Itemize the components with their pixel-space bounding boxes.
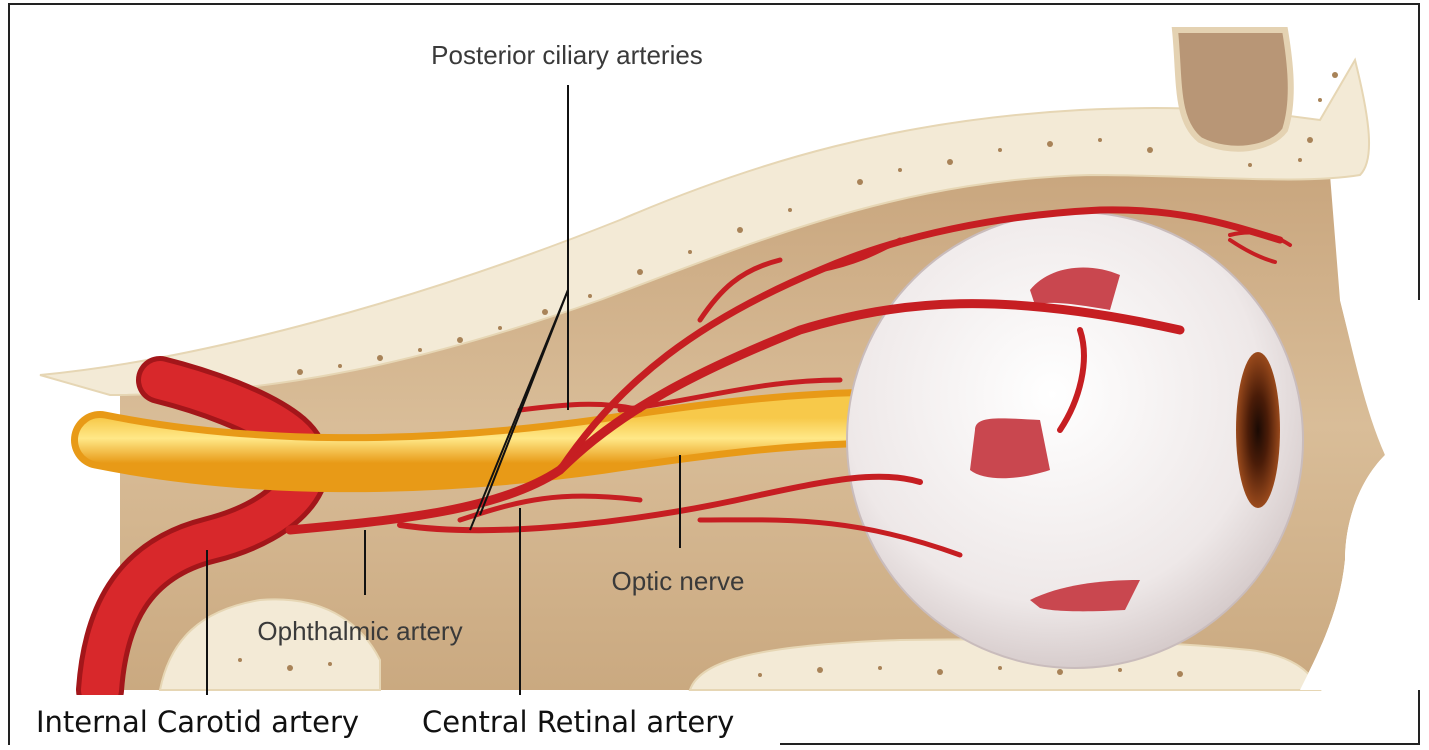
iris	[1236, 352, 1280, 508]
label-central-retinal-artery: Central Retinal artery	[422, 705, 734, 739]
label-posterior-ciliary-arteries: Posterior ciliary arteries	[431, 40, 703, 70]
lateral-rectus-muscle	[970, 418, 1050, 478]
label-ophthalmic-artery: Ophthalmic artery	[257, 616, 462, 646]
frontal-sinus	[1175, 30, 1291, 149]
label-internal-carotid-artery: Internal Carotid artery	[36, 705, 359, 739]
label-optic-nerve: Optic nerve	[612, 566, 745, 596]
